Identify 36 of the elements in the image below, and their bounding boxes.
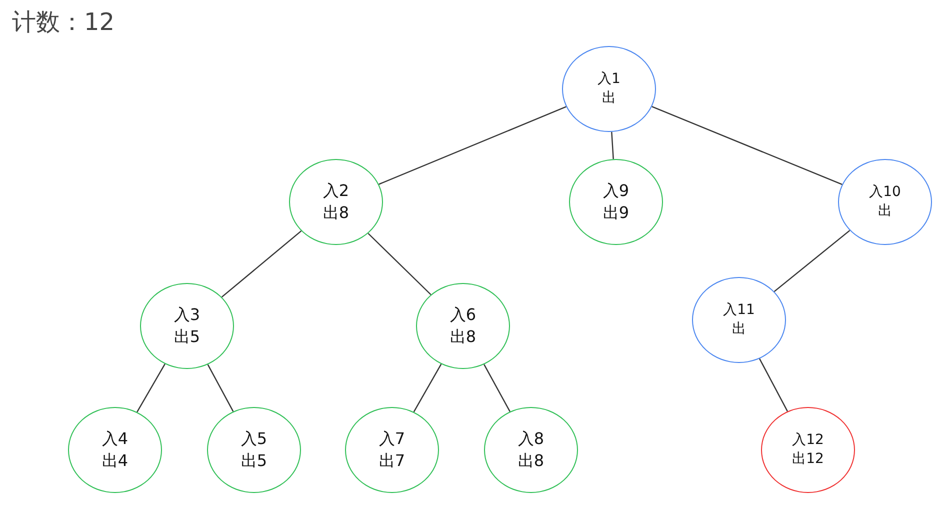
connector-line [484, 364, 510, 412]
connector-line [774, 230, 850, 292]
connector-line [413, 364, 442, 412]
in-label: 入11 [723, 301, 755, 320]
out-label: 出8 [450, 326, 476, 348]
out-label: 出 [602, 89, 616, 108]
out-label: 出8 [322, 202, 350, 224]
out-label: 出5 [240, 450, 268, 472]
in-label: 入3 [174, 304, 200, 326]
out-label: 出9 [602, 202, 630, 224]
connector-line [136, 364, 166, 412]
connector-line [221, 230, 302, 298]
connector-line [207, 364, 234, 412]
in-label: 入2 [322, 180, 350, 202]
in-label: 入1 [598, 70, 620, 89]
in-label: 入9 [602, 180, 630, 202]
out-label: 出8 [518, 450, 544, 472]
in-label: 入12 [792, 431, 824, 450]
in-label: 入10 [869, 183, 901, 202]
connector-line [759, 358, 788, 412]
in-label: 入8 [518, 428, 544, 450]
out-label: 出 [878, 202, 892, 221]
out-label: 出4 [102, 450, 128, 472]
connector-line [652, 106, 842, 185]
out-label: 出7 [378, 450, 406, 472]
out-label: 出5 [174, 326, 200, 348]
in-label: 入5 [240, 428, 268, 450]
in-label: 入4 [102, 428, 128, 450]
counter-title: 计数：12 [12, 7, 115, 38]
connector-line [368, 232, 432, 296]
in-label: 入6 [450, 304, 476, 326]
out-label: 出12 [792, 450, 824, 469]
in-label: 入7 [378, 428, 406, 450]
connector-line [378, 106, 566, 185]
connector-line [611, 132, 614, 160]
out-label: 出 [732, 320, 746, 339]
